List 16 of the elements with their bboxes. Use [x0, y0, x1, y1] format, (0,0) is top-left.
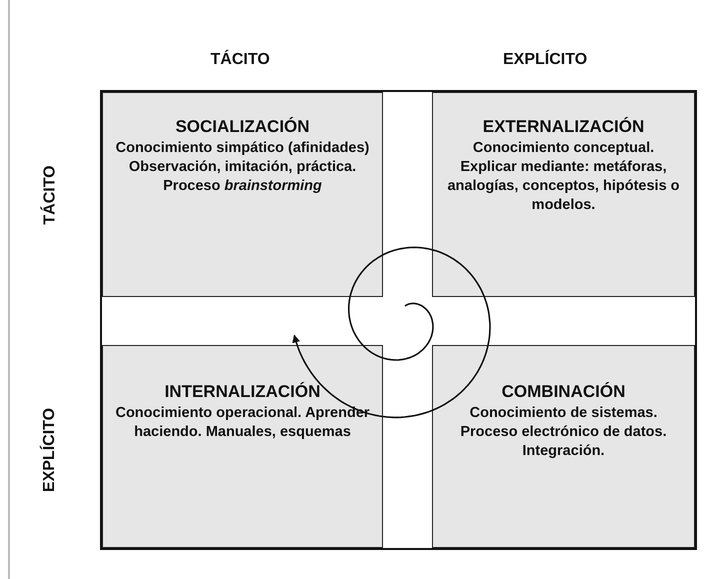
quadrant-title: COMBINACIÓN: [500, 382, 626, 402]
quadrant-box: [102, 92, 383, 297]
quadrant-title: INTERNALIZACIÓN: [164, 382, 322, 402]
row-axis-label: TÁCITO: [41, 165, 60, 225]
quadrant-box: [432, 345, 695, 548]
quadrant-description: Conocimiento operacional. Aprender haciendo. Manuales, esquemas: [114, 404, 371, 442]
quadrant-title: SOCIALIZACIÓN: [174, 117, 311, 137]
column-axis-label: TÁCITO: [210, 51, 270, 69]
column-axis-label: EXPLÍCITO: [503, 51, 588, 69]
quadrant-description: Conocimiento simpático (afinidades) Observación, imitación, práctica. Proceso brainstorming: [114, 139, 370, 196]
quadrant-box: [432, 92, 695, 297]
row-axis-label: EXPLÍCITO: [41, 408, 60, 492]
quadrant-description: Conocimiento de sistemas. Proceso electrónico de datos. Integración.: [459, 404, 668, 461]
quadrant-box: [102, 345, 383, 548]
quadrant-description: Conocimiento conceptual. Explicar mediante: metáforas, analogías, conceptos, hipótesis o modelos.: [446, 139, 681, 215]
quadrant-title: EXTERNALIZACIÓN: [482, 117, 646, 137]
